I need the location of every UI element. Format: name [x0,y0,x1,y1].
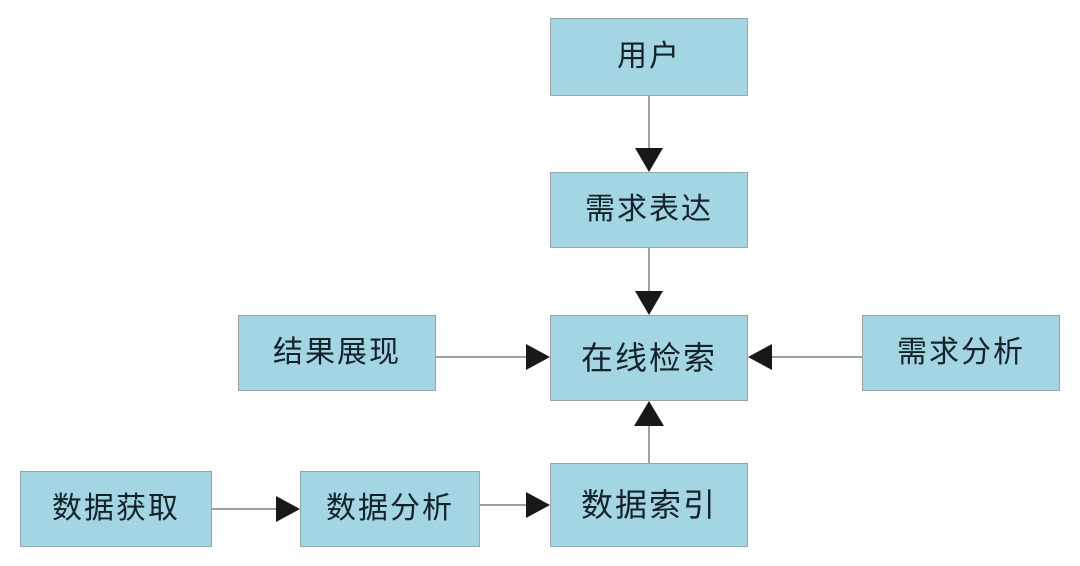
edge-user-to-need-expression [635,96,663,172]
node-need-analysis[interactable]: 需求分析 [862,315,1060,391]
node-result-display-label: 结果展现 [273,335,401,370]
node-data-analysis[interactable]: 数据分析 [300,471,480,547]
edge-need-analysis-to-online-search [748,344,862,370]
node-need-analysis-label: 需求分析 [897,335,1025,370]
node-data-collect-label: 数据获取 [52,491,180,526]
node-need-expression-label: 需求表达 [585,192,713,227]
edge-data-index-to-online-search [634,401,664,463]
node-need-expression[interactable]: 需求表达 [550,172,748,248]
node-user-label: 用户 [617,39,681,74]
node-online-search[interactable]: 在线检索 [550,315,748,401]
edge-data-collect-to-data-analysis [212,496,300,522]
node-data-collect[interactable]: 数据获取 [20,471,212,547]
edge-need-expression-to-online-search [635,248,663,315]
node-data-index-label: 数据索引 [580,486,717,524]
edge-result-display-to-online-search [436,344,550,370]
node-data-index[interactable]: 数据索引 [550,463,748,547]
node-user[interactable]: 用户 [550,18,748,96]
node-result-display[interactable]: 结果展现 [238,315,436,391]
edge-data-analysis-to-data-index [480,492,550,518]
node-data-analysis-label: 数据分析 [326,491,454,526]
node-online-search-label: 在线检索 [580,339,717,377]
